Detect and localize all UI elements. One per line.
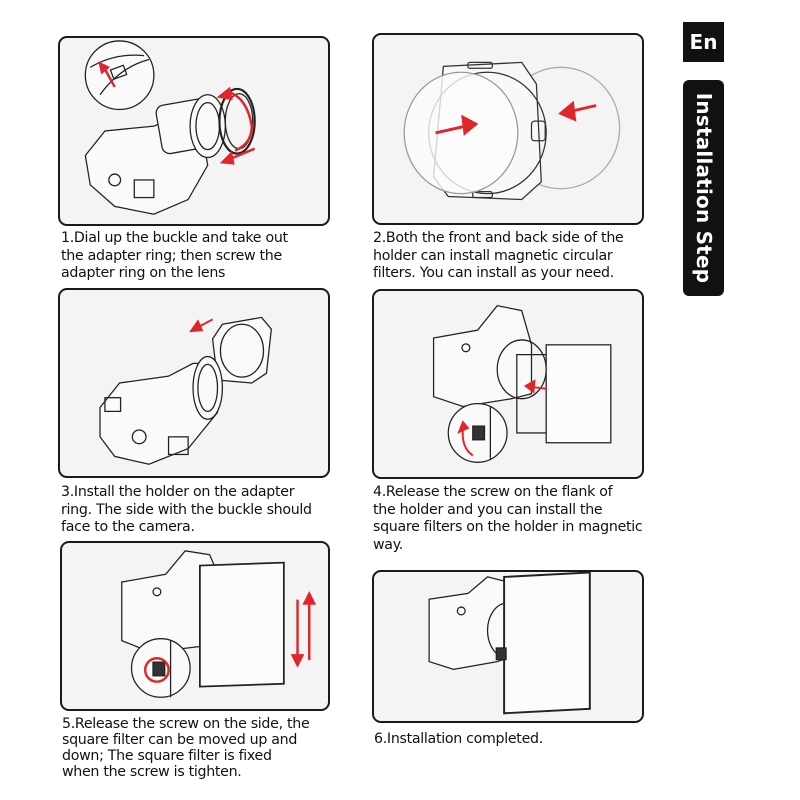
step-6-illustration (372, 570, 644, 723)
section-title: Installation Step (691, 92, 716, 284)
step-6-caption: 6.Installation completed. (374, 731, 543, 747)
step-3-illustration (58, 288, 330, 478)
language-badge: En (683, 22, 724, 62)
step-4-caption: 4.Release the screw on the flank of the … (373, 484, 643, 553)
step-2-caption: 2.Both the front and back side of the ho… (373, 230, 624, 281)
step-5-caption: 5.Release the screw on the side, the squ… (62, 716, 310, 780)
holder-circular-filters-icon (403, 61, 621, 201)
square-filter-slide-icon (121, 550, 317, 698)
camera-adapter-ring-icon (84, 40, 256, 215)
section-title-tab: Installation Step (683, 80, 724, 296)
installation-complete-icon (428, 572, 591, 715)
square-filter-insert-icon (432, 304, 612, 463)
step-3-caption: 3.Install the holder on the adapter ring… (61, 484, 312, 535)
step-5-illustration (60, 541, 330, 711)
step-4-illustration (372, 289, 644, 479)
step-1-caption: 1.Dial up the buckle and take out the ad… (61, 230, 288, 281)
language-label: En (689, 30, 718, 54)
step-1-illustration (58, 36, 330, 226)
step-2-illustration (372, 33, 644, 225)
camera-holder-mount-icon (99, 316, 272, 465)
